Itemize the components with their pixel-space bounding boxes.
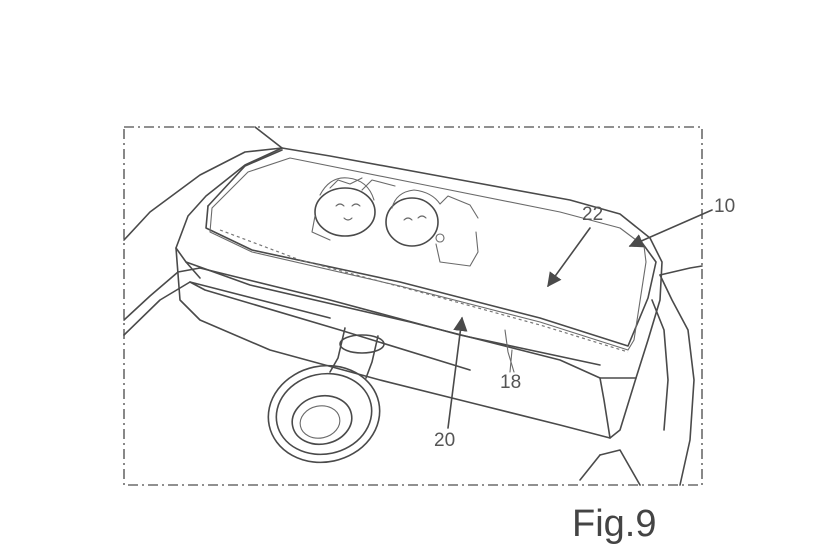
ref-numeral-18: 18	[500, 372, 521, 393]
figure-caption: Fig.9	[572, 503, 656, 545]
ref-numeral-10: 10	[714, 196, 735, 217]
leader-line-18	[509, 349, 513, 373]
ref-numeral-22: 22	[582, 204, 603, 225]
reflected-faces	[311, 177, 479, 267]
leader-arrow-22	[547, 227, 591, 288]
windshield-edge	[123, 126, 283, 241]
mirror-housing	[175, 147, 663, 439]
leader-arrow-20	[447, 316, 468, 429]
dashboard-trim	[123, 265, 703, 486]
mirror-glass	[209, 157, 647, 351]
ref-numeral-20: 20	[434, 430, 455, 451]
leader-arrow-10	[628, 209, 713, 248]
mirror-mount	[267, 327, 385, 464]
leader-lines	[447, 209, 713, 429]
boundary-frame	[123, 126, 703, 486]
